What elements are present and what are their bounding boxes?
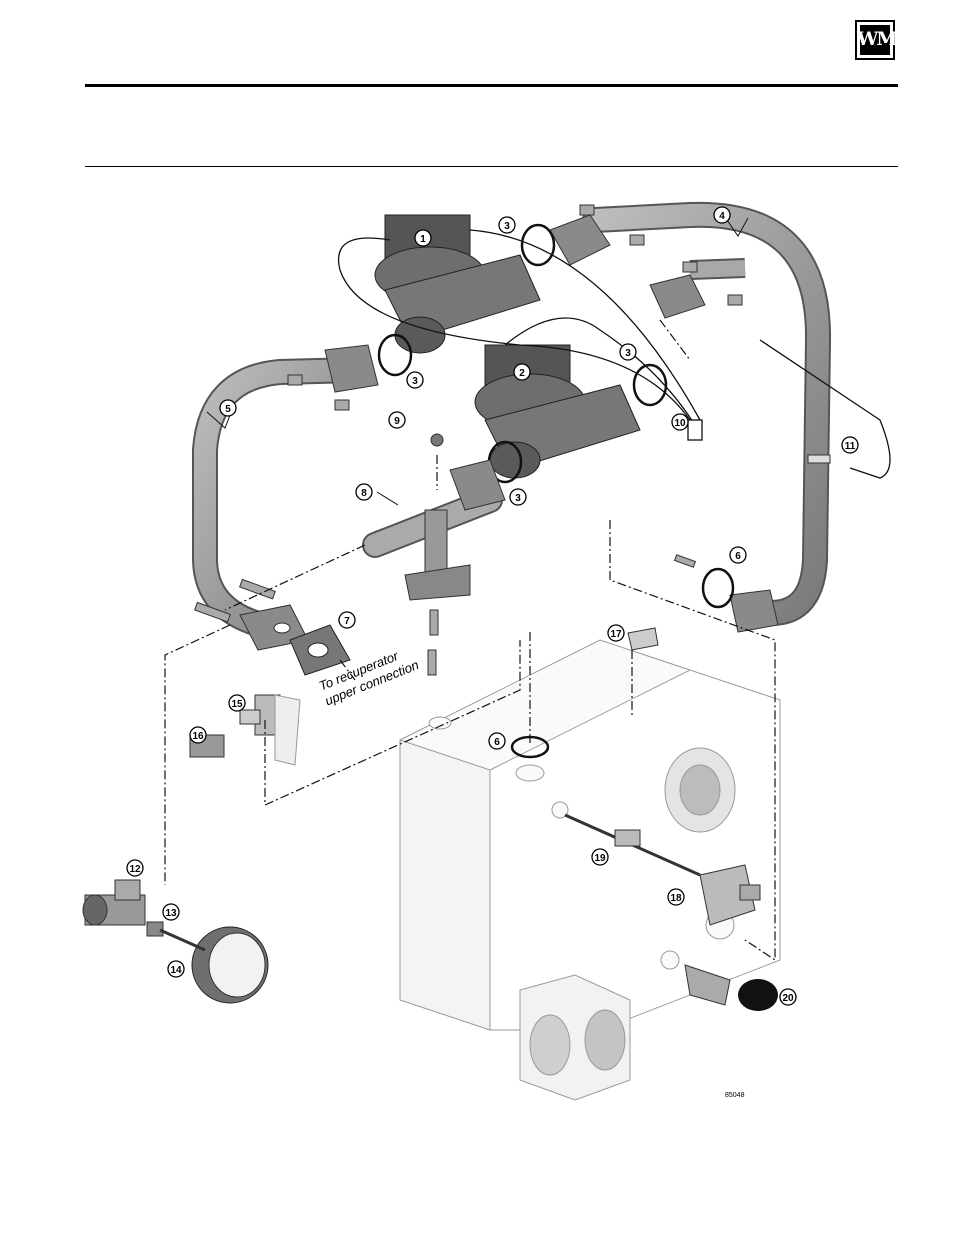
svg-text:17: 17	[610, 629, 622, 640]
callout-3-b: 3	[407, 372, 423, 388]
svg-text:8: 8	[361, 488, 367, 499]
callout-5: 5	[220, 400, 236, 416]
callout-9: 9	[389, 412, 405, 428]
callout-20: 20	[780, 989, 796, 1005]
callout-6-b: 6	[489, 733, 505, 749]
callout-13: 13	[163, 904, 179, 920]
svg-text:9: 9	[394, 416, 400, 427]
callout-19: 19	[592, 849, 608, 865]
callout-3-a: 3	[499, 217, 515, 233]
callout-17: 17	[608, 625, 624, 641]
circulator-pump-2	[475, 345, 640, 478]
callout-3-c: 3	[620, 344, 636, 360]
callout-2: 2	[514, 364, 530, 380]
callout-1: 1	[415, 230, 431, 246]
svg-text:6: 6	[735, 551, 741, 562]
svg-text:5: 5	[225, 404, 231, 415]
callout-6-a: 6	[730, 547, 746, 563]
svg-text:4: 4	[719, 211, 725, 222]
relief-valve-15	[240, 695, 300, 765]
return-pipe-5	[205, 345, 378, 650]
svg-text:10: 10	[674, 418, 686, 429]
svg-text:1: 1	[420, 234, 426, 245]
svg-text:7: 7	[344, 616, 350, 627]
svg-text:14: 14	[170, 965, 182, 976]
air-separator-8	[375, 434, 505, 600]
svg-text:3: 3	[412, 376, 418, 387]
callout-8: 8	[356, 484, 372, 500]
svg-text:16: 16	[192, 731, 204, 742]
svg-text:12: 12	[129, 864, 141, 875]
svg-text:18: 18	[670, 893, 682, 904]
sensor-17	[628, 628, 658, 650]
svg-text:3: 3	[515, 493, 521, 504]
callout-10: 10	[672, 414, 688, 430]
tee-12	[83, 880, 145, 925]
callout-16: 16	[190, 727, 206, 743]
callout-18: 18	[668, 889, 684, 905]
svg-text:13: 13	[165, 908, 177, 919]
svg-text:11: 11	[845, 441, 856, 452]
callout-11: 11	[842, 437, 858, 453]
svg-text:15: 15	[231, 699, 243, 710]
svg-text:6: 6	[494, 737, 500, 748]
svg-text:20: 20	[782, 993, 794, 1004]
circulator-pump-1	[375, 215, 540, 353]
callout-3-d: 3	[510, 489, 526, 505]
svg-text:19: 19	[594, 853, 606, 864]
callout-14: 14	[168, 961, 184, 977]
svg-text:3: 3	[504, 221, 510, 232]
callout-12: 12	[127, 860, 143, 876]
svg-text:2: 2	[519, 368, 525, 379]
callout-7: 7	[339, 612, 355, 628]
drawing-code: 85048	[725, 1092, 745, 1099]
svg-text:3: 3	[625, 348, 631, 359]
callout-15: 15	[229, 695, 245, 711]
callout-4: 4	[714, 207, 730, 223]
